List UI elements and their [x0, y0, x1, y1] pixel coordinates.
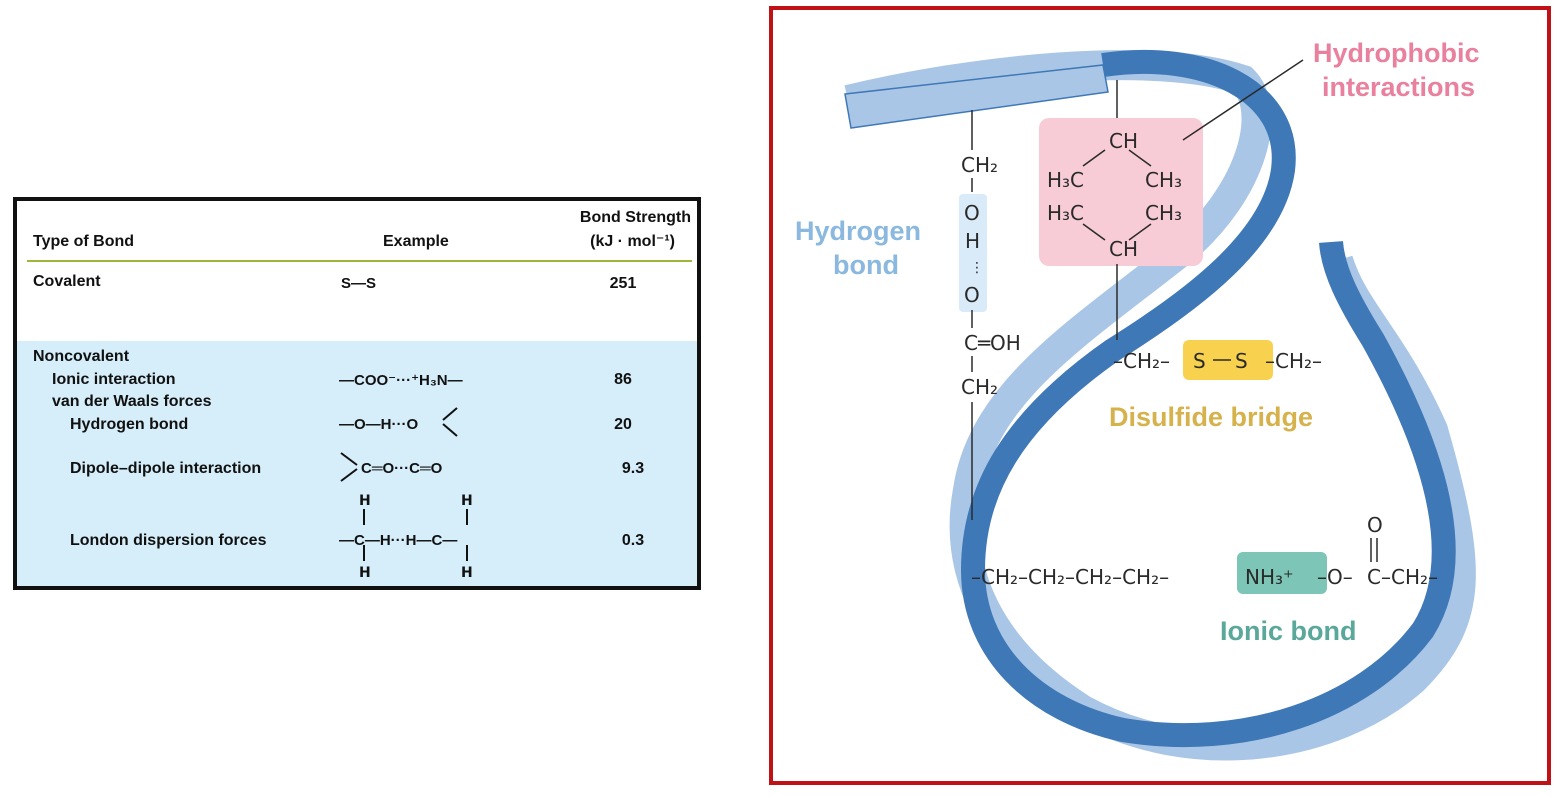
- header-example: Example: [383, 233, 449, 250]
- value-hydrogen-bond: 20: [614, 416, 632, 433]
- disulfide-sulfur-2: S: [1235, 349, 1248, 373]
- label-hydrophobic-line2: interactions: [1322, 72, 1475, 102]
- hydrogen-bond-branch-icon: [442, 407, 458, 437]
- noncovalent-section-background: [17, 341, 697, 586]
- ionic-oxygen: –O–: [1317, 565, 1353, 589]
- svg-text:H: H: [359, 565, 371, 581]
- svg-text:H: H: [461, 493, 473, 509]
- protein-ribbon-top-band: [844, 64, 1109, 129]
- example-dipole-dipole: C═O···C═O: [361, 460, 443, 477]
- disulfide-chain-right: –CH₂–: [1265, 349, 1322, 373]
- example-ionic-interaction: —COO⁻···⁺H₃N—: [339, 372, 463, 389]
- protein-ribbon-svg: CH₂ O H ⋮ O C═OH CH₂ Hydrogen bond CH H₃…: [795, 38, 1480, 761]
- ionic-carbon: C: [1367, 565, 1381, 589]
- label-hydrogen-bond-line1: Hydrogen: [795, 216, 921, 246]
- svg-text:H: H: [359, 493, 371, 509]
- h-bond-hydrogen: H: [965, 229, 980, 253]
- header-type-of-bond: Type of Bond: [33, 233, 135, 250]
- h-bond-ch2-top: CH₂: [961, 153, 998, 177]
- ring-ch-top: CH: [1109, 129, 1138, 153]
- row-label-hydrogen-bond: Hydrogen bond: [70, 416, 189, 433]
- h-bond-ch2-bottom: CH₂: [961, 375, 998, 399]
- h-bond-carboxyl: C═OH: [964, 331, 1021, 355]
- ionic-alkyl-chain: –CH₂–CH₂–CH₂–CH₂–: [971, 565, 1169, 589]
- ring-ch3-2: CH₃: [1145, 201, 1182, 225]
- ring-h3c-2: H₃C: [1047, 201, 1084, 225]
- row-label-london-dispersion: London dispersion forces: [70, 532, 267, 549]
- h-bond-oxygen-1: O: [964, 201, 980, 225]
- row-label-dipole-dipole: Dipole–dipole interaction: [70, 460, 262, 477]
- ionic-carbonyl-oxygen: O: [1367, 513, 1383, 537]
- disulfide-sulfur-1: S: [1193, 349, 1206, 373]
- value-ionic-interaction: 86: [614, 371, 632, 388]
- row-label-ionic-interaction: Ionic interaction: [52, 371, 176, 388]
- value-covalent: 251: [609, 275, 637, 292]
- ionic-tail: –CH₂–: [1381, 565, 1438, 589]
- example-london-dispersion: —C—H···H—C—: [339, 532, 458, 549]
- header-bond-strength-unit: (kJ · mol⁻¹): [590, 233, 675, 250]
- example-hydrogen-bond: —O—H···O: [339, 416, 419, 433]
- london-dispersion-structure-icon: H H H H: [359, 493, 473, 581]
- value-london-dispersion: 0.3: [621, 532, 645, 549]
- h-bond-oxygen-2: O: [964, 283, 980, 307]
- svg-text:⋮: ⋮: [970, 260, 984, 276]
- label-disulfide-bridge: Disulfide bridge: [1109, 402, 1313, 432]
- protein-ribbon-dark: [960, 49, 1456, 748]
- label-ionic-bond: Ionic bond: [1220, 616, 1356, 646]
- label-hydrogen-bond-line2: bond: [833, 250, 899, 280]
- header-bond-strength: Bond Strength: [579, 209, 691, 226]
- row-label-covalent: Covalent: [33, 273, 101, 290]
- dipole-left-branch-icon: [340, 452, 358, 482]
- ring-ch3-1: CH₃: [1145, 168, 1182, 192]
- disulfide-chain-left: –CH₂–: [1113, 349, 1170, 373]
- svg-text:H: H: [461, 565, 473, 581]
- hydrophobic-highlight: [1039, 118, 1203, 266]
- ring-h3c-1: H₃C: [1047, 168, 1084, 192]
- value-dipole-dipole: 9.3: [621, 460, 645, 477]
- protein-interactions-diagram: CH₂ O H ⋮ O C═OH CH₂ Hydrogen bond CH H₃…: [769, 6, 1551, 785]
- header-divider: [27, 260, 692, 262]
- row-label-van-der-waals: van der Waals forces: [52, 393, 212, 410]
- ionic-ammonium: NH₃⁺: [1245, 565, 1294, 589]
- ionic-highlight: [1237, 552, 1327, 594]
- row-label-noncovalent: Noncovalent: [33, 348, 130, 365]
- label-hydrophobic-line1: Hydrophobic: [1313, 38, 1480, 68]
- bond-strength-table: Type of Bond Example Bond Strength (kJ ·…: [13, 197, 701, 590]
- example-covalent: S—S: [341, 275, 377, 292]
- hydrogen-bond-highlight: [959, 194, 987, 312]
- ring-ch-bottom: CH: [1109, 237, 1138, 261]
